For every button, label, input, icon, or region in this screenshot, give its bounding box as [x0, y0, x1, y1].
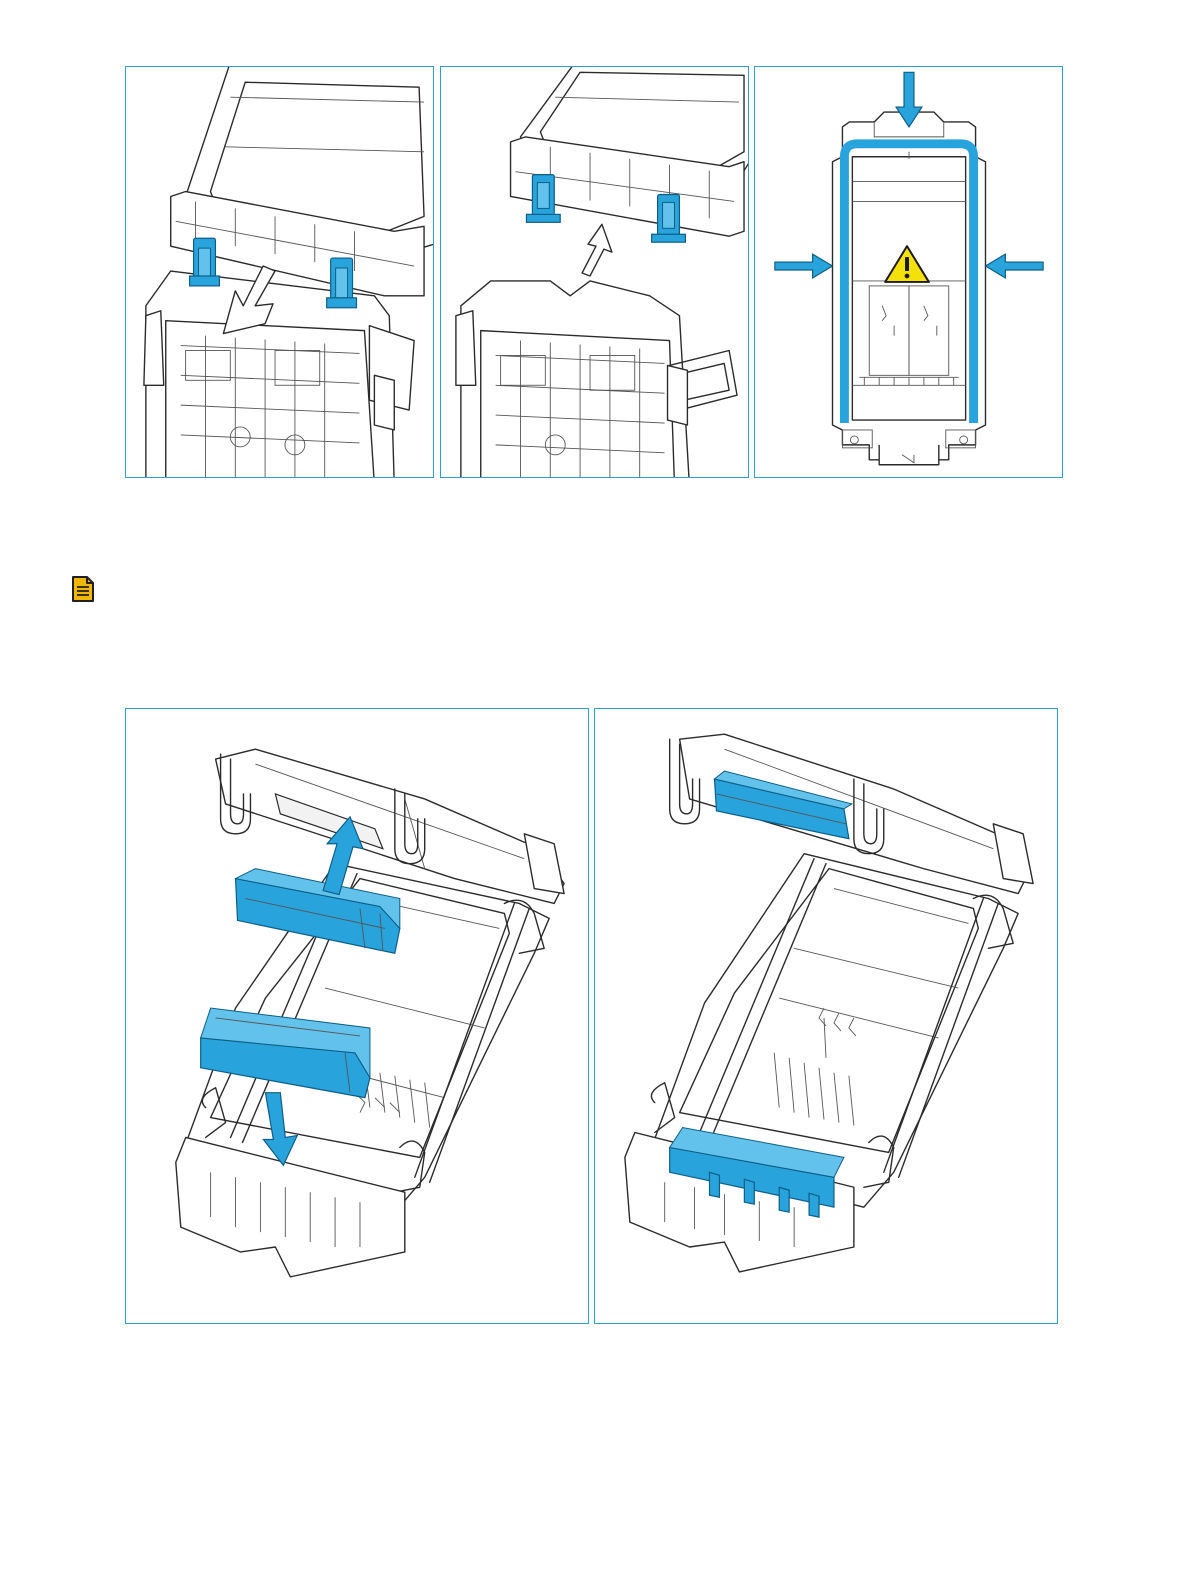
insert-gel-blocks-illustration: [126, 709, 588, 1323]
latch-clip-left: [190, 238, 220, 286]
figure-lift-lid: [440, 66, 749, 478]
lift-lid-illustration: [441, 67, 748, 477]
figure-latch-release: [125, 66, 434, 478]
document-note-icon: [70, 575, 96, 603]
gel-blocks-installed-illustration: [595, 709, 1057, 1323]
figure-gel-blocks-installed: [594, 708, 1058, 1324]
latch-release-illustration: [126, 67, 433, 477]
latch-clip-right: [327, 258, 357, 308]
figure-seal-press: [754, 66, 1063, 478]
arrow-icon: [775, 254, 833, 278]
arrow-icon: [582, 224, 612, 276]
seal-press-illustration: [755, 67, 1062, 477]
figure-insert-gel-blocks: [125, 708, 589, 1324]
arrow-icon: [985, 254, 1043, 278]
